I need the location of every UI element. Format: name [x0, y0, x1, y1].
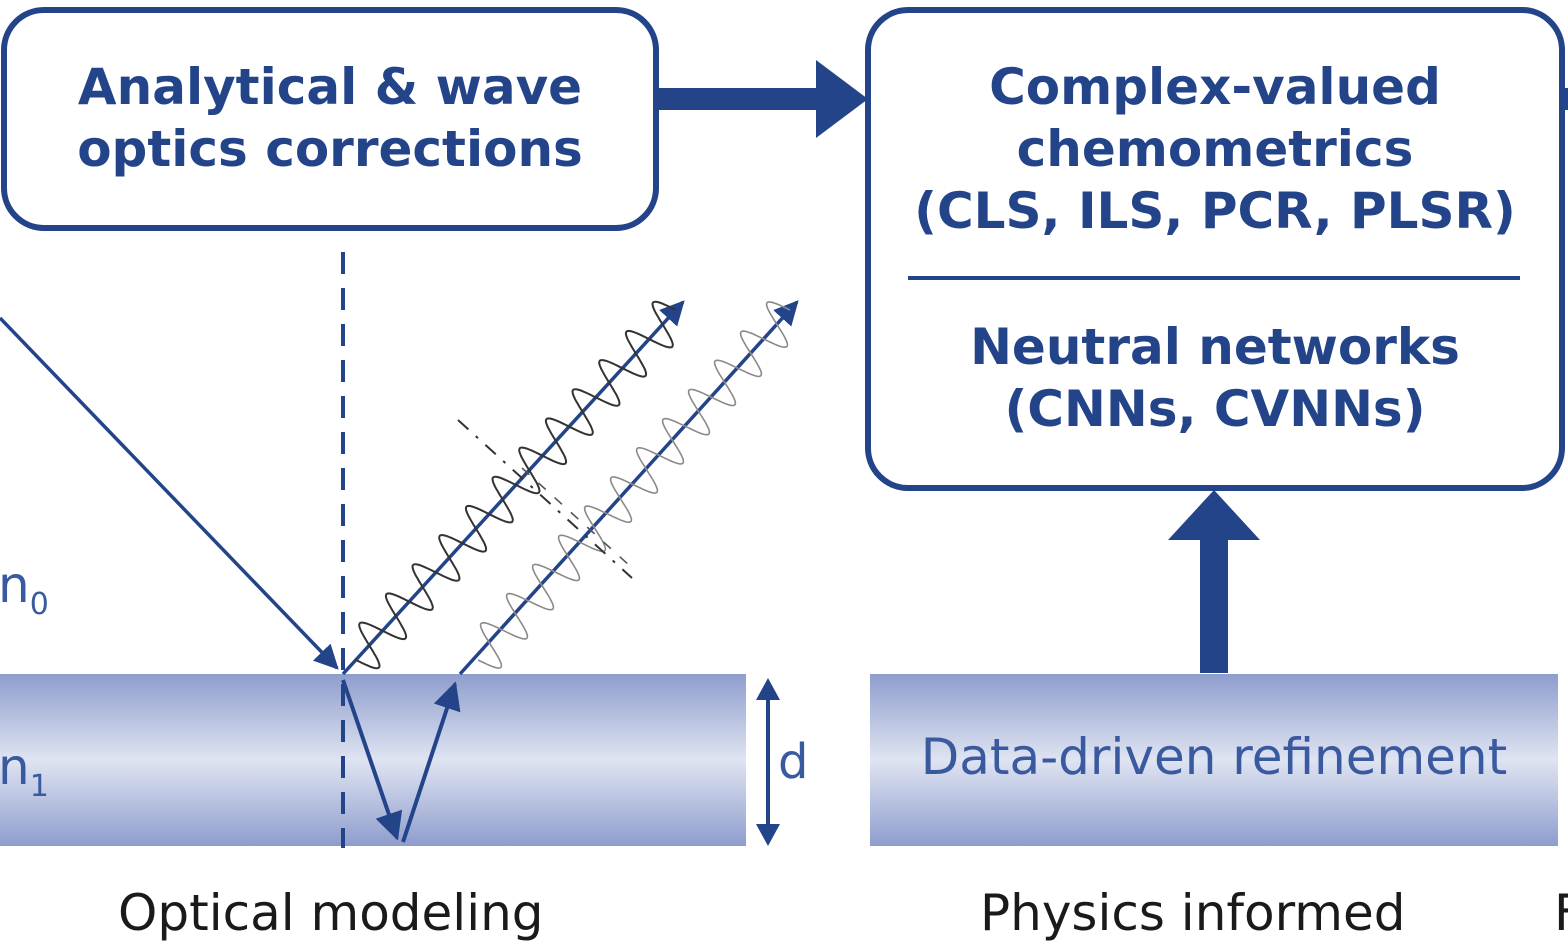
reflected-ray-2 [458, 300, 799, 676]
thickness-arrow-top [756, 678, 780, 700]
caption-right-partial: F [1554, 884, 1568, 942]
right-box-title: Complex-valued chemometrics (CLS, ILS, P… [868, 56, 1562, 242]
wavefront-line-2 [521, 467, 631, 567]
wavefront-line-1 [457, 419, 633, 579]
upward-arrow-head [1168, 490, 1260, 540]
n1-label: n1 [0, 738, 49, 804]
refracted-ray [341, 679, 403, 841]
connector-arrow-head [816, 60, 868, 138]
right-box-line-5: (CNNs, CVNNs) [1004, 380, 1426, 438]
n0-subscript: 0 [29, 587, 49, 622]
right-box-line-2: chemometrics [1016, 120, 1414, 178]
right-edge-arrow-shaft [1562, 88, 1568, 110]
right-box-line-1: Complex-valued [989, 58, 1441, 116]
reflected-ray-1 [341, 300, 685, 676]
upward-arrow-shaft [1200, 535, 1228, 673]
refinement-label: Data-driven refinement [920, 728, 1508, 786]
caption-physics-informed: Physics informed [980, 884, 1406, 942]
optical-slab [0, 674, 746, 846]
right-box-subtitle: Neutral networks (CNNs, CVNNs) [868, 316, 1562, 440]
caption-optical-modeling: Optical modeling [118, 884, 544, 942]
right-box [865, 7, 1565, 491]
n1-subscript: 1 [29, 769, 49, 804]
incident-ray [0, 316, 339, 670]
refinement-slab [870, 674, 1558, 846]
n1-symbol: n [0, 738, 30, 796]
wave-pattern-1 [355, 300, 677, 670]
connector-arrow-shaft [656, 88, 824, 110]
left-box-line-1: Analytical & wave [77, 58, 583, 116]
n0-symbol: n [0, 556, 30, 614]
internal-return-ray [401, 681, 461, 843]
right-box-line-4: Neutral networks [970, 318, 1460, 376]
right-box-line-3: (CLS, ILS, PCR, PLSR) [914, 182, 1516, 240]
n0-label: n0 [0, 556, 49, 622]
wave-pattern-2 [477, 301, 791, 669]
left-box [1, 7, 659, 231]
left-box-line-2: optics corrections [77, 120, 583, 178]
thickness-label: d [778, 734, 809, 790]
left-box-title: Analytical & wave optics corrections [4, 56, 656, 180]
thickness-arrow-bottom [756, 824, 780, 846]
